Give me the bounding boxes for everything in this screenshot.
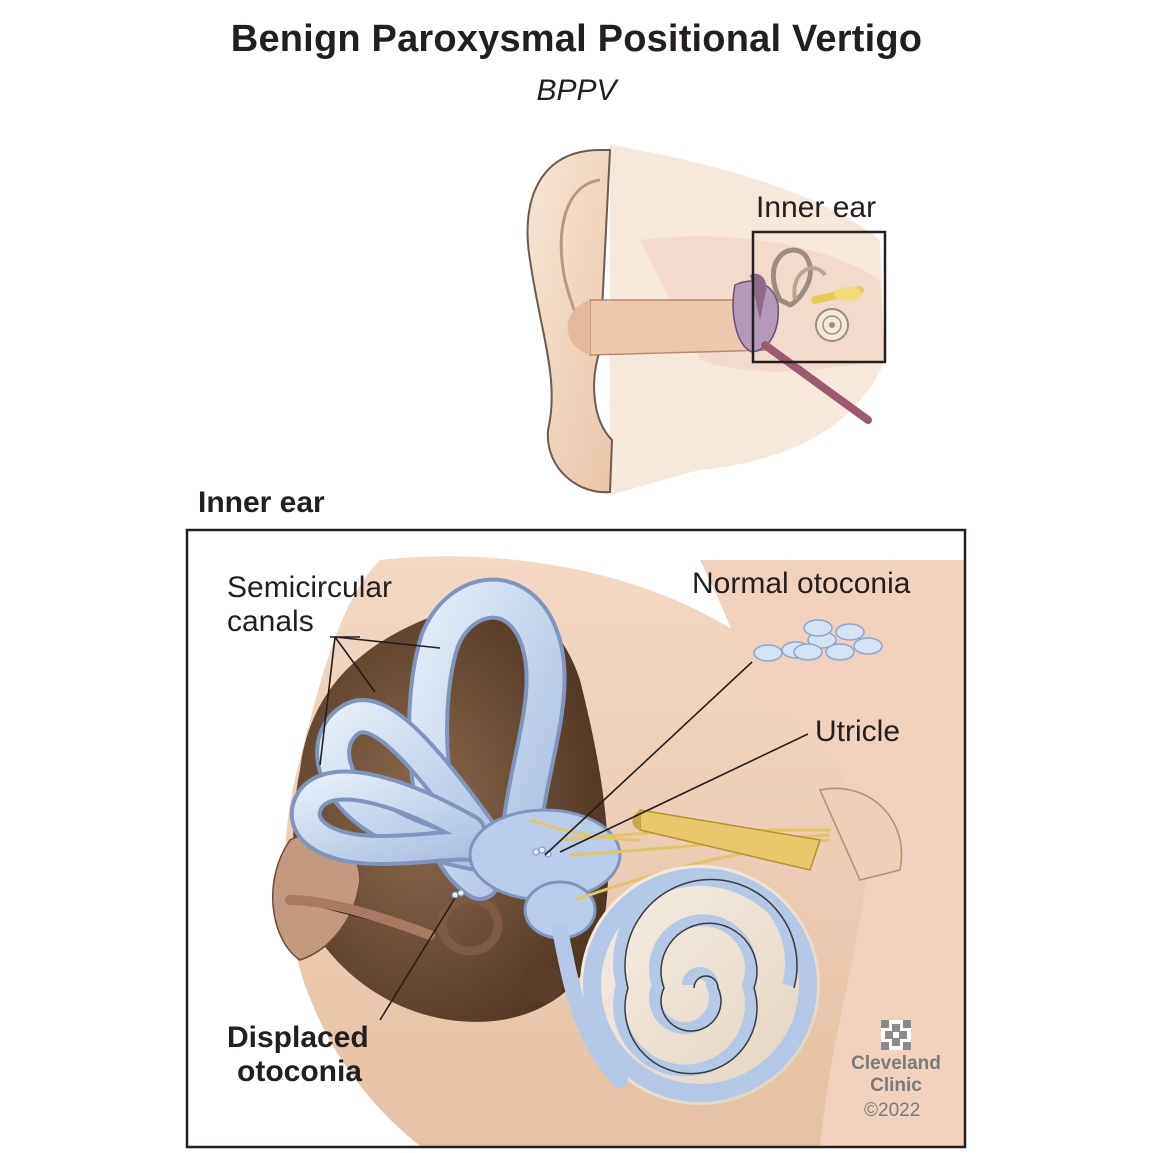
label-normal-otoconia: Normal otoconia xyxy=(692,567,911,600)
logo-line2: Clinic xyxy=(870,1075,922,1096)
inset-label: Inner ear xyxy=(756,191,877,224)
inner-ear-detail-illustration xyxy=(272,556,964,1146)
logo-line1: Cleveland xyxy=(851,1053,941,1074)
cleveland-clinic-logo-icon xyxy=(881,1020,911,1050)
copyright: ©2022 xyxy=(864,1100,921,1121)
label-semicircular-line1: Semicircular xyxy=(227,571,393,604)
page-title: Benign Paroxysmal Positional Vertigo xyxy=(230,18,923,60)
page-subtitle: BPPV xyxy=(536,74,617,107)
detail-heading: Inner ear xyxy=(198,486,325,519)
label-utricle: Utricle xyxy=(815,715,901,748)
label-displaced-line2: otoconia xyxy=(237,1055,362,1088)
inset-box xyxy=(751,230,887,364)
leader-lines xyxy=(319,636,809,1021)
detail-frame xyxy=(185,528,967,1149)
normal-otoconia-crystals xyxy=(753,619,883,662)
label-displaced-line1: Displaced xyxy=(227,1021,369,1054)
outer-ear-illustration xyxy=(526,145,887,495)
label-semicircular-line2: canals xyxy=(227,605,314,638)
